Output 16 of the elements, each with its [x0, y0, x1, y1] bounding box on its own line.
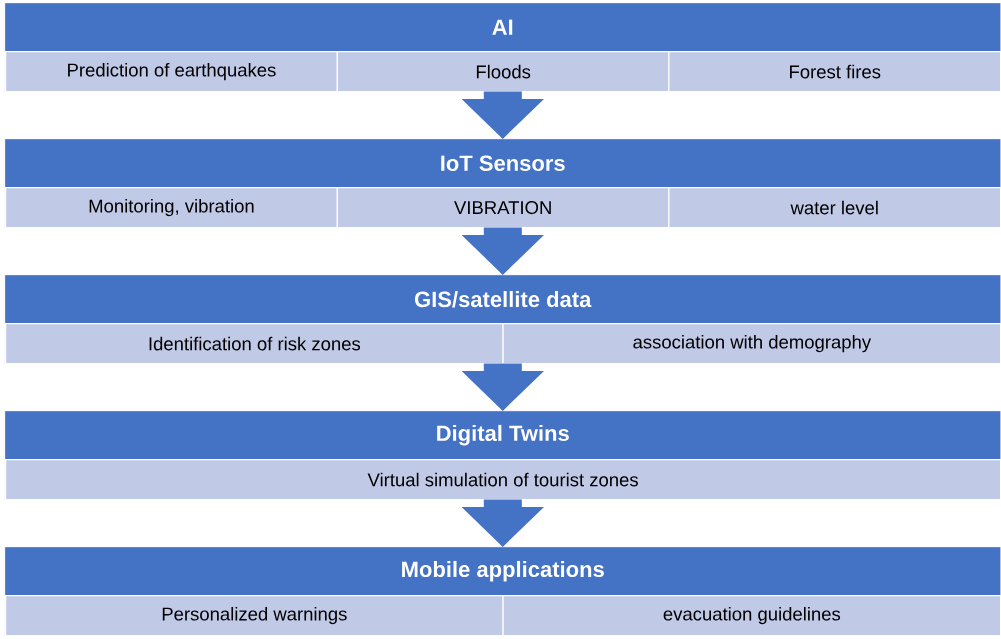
cell-box: evacuation guidelines	[502, 595, 1001, 637]
header-band: IoT Sensors	[5, 139, 1001, 188]
cell-box: Identification of risk zones	[5, 323, 504, 365]
cell-box: water level	[668, 187, 1001, 229]
cell-box: Virtual simulation of tourist zones	[5, 459, 1001, 501]
header-band: Mobile applications	[5, 547, 1001, 596]
cell-box: Personalized warnings	[5, 595, 504, 637]
cell-box: Floods	[336, 51, 670, 93]
cell-box: VIBRATION	[336, 187, 670, 229]
cell-box: association with demography	[502, 323, 1001, 365]
header-band: AI	[5, 3, 1001, 52]
cell-box: Monitoring, vibration	[5, 187, 338, 229]
cell-box: Prediction of earthquakes	[5, 51, 338, 93]
cell-box: Forest fires	[668, 51, 1001, 93]
header-band: Digital Twins	[5, 411, 1001, 460]
header-band: GIS/satellite data	[5, 275, 1001, 324]
